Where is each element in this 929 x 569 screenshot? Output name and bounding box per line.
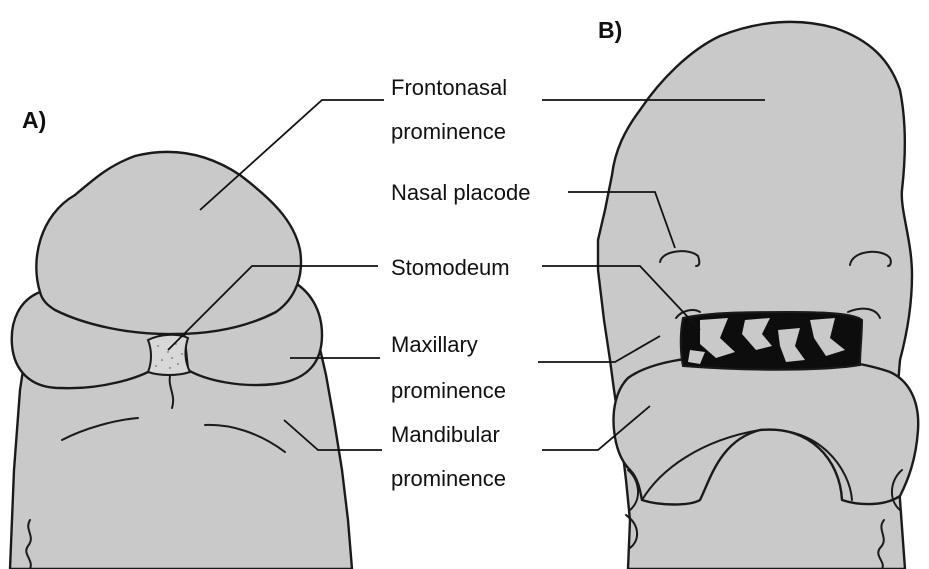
panel-label-a: A) <box>22 107 46 133</box>
label-stomodeum: Stomodeum <box>391 255 510 280</box>
label-frontonasal-line2: prominence <box>391 119 506 144</box>
embryo-a-frontonasal-prominence <box>36 152 301 334</box>
label-nasal-placode: Nasal placode <box>391 180 530 205</box>
embryo-a <box>10 152 352 569</box>
label-frontonasal-line1: Frontonasal <box>391 75 507 100</box>
label-maxillary-line1: Maxillary <box>391 332 478 357</box>
embryo-a-stomodeum <box>148 335 190 375</box>
label-mandibular-line2: prominence <box>391 466 506 491</box>
label-mandibular-line1: Mandibular <box>391 422 500 447</box>
panel-label-b: B) <box>598 17 622 43</box>
label-maxillary-line2: prominence <box>391 378 506 403</box>
embryo-b <box>598 22 918 569</box>
